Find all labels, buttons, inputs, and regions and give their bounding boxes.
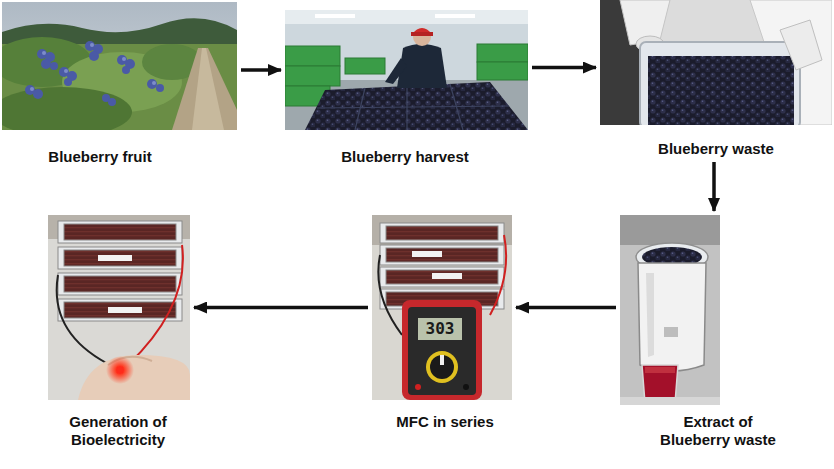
panel-caption: Generation of Bioelectricity <box>53 413 183 449</box>
photo-panel: Blueberry fruit <box>2 2 237 166</box>
panel-caption: MFC in series <box>370 413 520 431</box>
mfc-photo <box>372 215 512 400</box>
flow-arrow <box>194 306 368 310</box>
led-photo <box>48 215 190 400</box>
flow-arrow <box>532 66 596 70</box>
multimeter-reading: 303 <box>418 318 462 340</box>
flow-arrow <box>712 162 716 211</box>
flow-arrow <box>241 68 281 72</box>
field-photo <box>2 2 237 130</box>
juicer-photo <box>620 215 720 405</box>
panel-caption: Blueberry harvest <box>315 148 495 166</box>
photo-panel: Extract of Blueberry waste <box>620 215 788 449</box>
photo-panel: Generation of Bioelectricity <box>48 215 190 449</box>
panel-caption: Blueberry fruit <box>20 148 180 166</box>
photo-panel: Blueberry harvest <box>285 10 528 166</box>
waste-photo <box>600 0 832 125</box>
harvest-photo <box>285 10 528 130</box>
panel-caption: Extract of Blueberry waste <box>648 413 788 449</box>
panel-caption: Blueberry waste <box>626 140 806 158</box>
flow-arrow <box>516 306 616 310</box>
photo-panel: Blueberry waste <box>600 0 832 158</box>
